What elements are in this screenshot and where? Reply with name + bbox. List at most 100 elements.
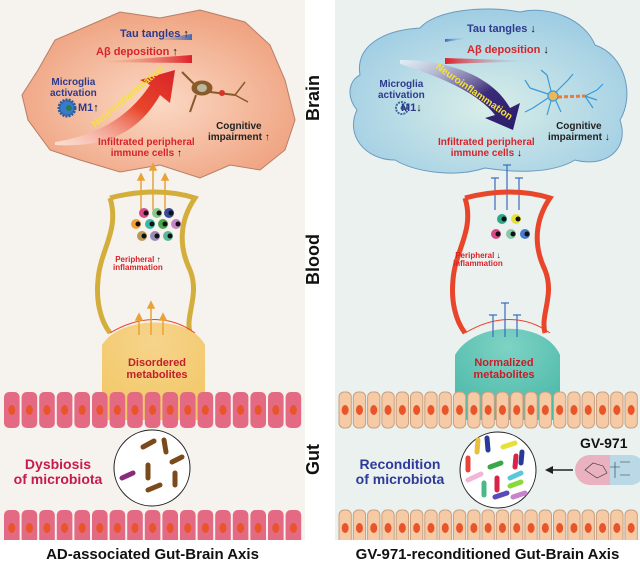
gut-epithelium-top [4, 392, 302, 428]
cell-nucleus [541, 405, 549, 415]
cell-nucleus [613, 405, 621, 415]
gv971-panel: Neuroinflammation [335, 0, 640, 547]
immune-cells [491, 214, 530, 239]
cell-nucleus [599, 405, 607, 415]
cell-nucleus [272, 523, 280, 533]
immune-cells [131, 208, 181, 241]
cell-nucleus [254, 405, 262, 415]
tau-label-right: Tau tangles ↓ [467, 23, 536, 35]
cell-nucleus [384, 523, 392, 533]
blood-vessel [450, 189, 554, 335]
gv971-molecule-icon [575, 455, 640, 485]
cell-nucleus [613, 523, 621, 533]
neuron-icon [181, 71, 249, 113]
m1-label-right: M1↓ [401, 102, 422, 114]
cell-nucleus [398, 405, 406, 415]
cell-nucleus [96, 523, 104, 533]
neuroinflammation-arrow [400, 60, 520, 130]
cell-nucleus [456, 405, 464, 415]
cell-nucleus [113, 405, 121, 415]
cell-nucleus [627, 405, 635, 415]
cell-nucleus [427, 523, 435, 533]
abeta-label-right: Aβ deposition ↓ [467, 44, 549, 56]
peripheral-label: Peripheral ↑inflammation [113, 255, 163, 273]
brain-section-label: Brain [303, 74, 323, 121]
cell-nucleus [43, 405, 51, 415]
cell-nucleus [370, 523, 378, 533]
cell-nucleus [289, 523, 297, 533]
gut-epithelium-bottom [4, 510, 302, 546]
cell-nucleus [355, 523, 363, 533]
cell-nucleus [237, 405, 245, 415]
cell-nucleus [413, 523, 421, 533]
cell-nucleus [201, 405, 209, 415]
cell-nucleus [541, 523, 549, 533]
cell-nucleus [8, 523, 16, 533]
cell-nucleus [599, 523, 607, 533]
cell-nucleus [184, 405, 192, 415]
cell-nucleus [25, 405, 33, 415]
tau-bar [150, 34, 192, 40]
cell-nucleus [441, 405, 449, 415]
left-caption: AD-associated Gut-Brain Axis [46, 546, 259, 563]
cell-nucleus [201, 523, 209, 533]
cell-nucleus [413, 405, 421, 415]
bacteria [465, 435, 528, 500]
ad-panel: Neuroinflammation [0, 0, 305, 546]
cell-nucleus [61, 523, 69, 533]
cell-nucleus [398, 523, 406, 533]
cell-nucleus [254, 523, 262, 533]
cell-nucleus [43, 523, 51, 533]
cell-nucleus [484, 405, 492, 415]
cell-nucleus [498, 523, 506, 533]
cell-nucleus [470, 405, 478, 415]
cell-nucleus [470, 523, 478, 533]
abeta-label: Aβ deposition ↑ [96, 46, 178, 58]
cell-nucleus [370, 405, 378, 415]
ad-diagram: Neuroinflammation [4, 9, 302, 546]
cell-nucleus [584, 523, 592, 533]
cell-nucleus [570, 523, 578, 533]
cell-nucleus [78, 405, 86, 415]
cell-nucleus [131, 405, 139, 415]
cell-nucleus [498, 405, 506, 415]
cell-nucleus [8, 405, 16, 415]
gut-epithelium-bottom [338, 509, 638, 547]
tau-bar [445, 38, 470, 42]
cell-nucleus [61, 405, 69, 415]
cell-nucleus [149, 523, 157, 533]
gut-section-label: Gut [303, 444, 323, 476]
cell-nucleus [184, 523, 192, 533]
neuroinflammation-arrow [55, 70, 175, 146]
cell-nucleus [25, 523, 33, 533]
bacteria [119, 437, 185, 493]
cell-nucleus [527, 405, 535, 415]
tau-label: Tau tangles ↑ [120, 28, 189, 40]
abeta-bar [95, 55, 192, 63]
cell-nucleus [272, 405, 280, 415]
cell-nucleus [384, 405, 392, 415]
cell-nucleus [513, 523, 521, 533]
cell-nucleus [556, 405, 564, 415]
microbiota-circle [113, 429, 191, 507]
cell-nucleus [484, 523, 492, 533]
blood-vessel [95, 189, 199, 335]
cell-nucleus [219, 405, 227, 415]
cell-nucleus [456, 523, 464, 533]
right-caption: GV-971-reconditioned Gut-Brain Axis [355, 546, 620, 563]
cell-nucleus [441, 523, 449, 533]
cell-nucleus [237, 523, 245, 533]
blocked-arrows-bottom [489, 302, 521, 337]
cell-nucleus [527, 523, 535, 533]
cell-nucleus [513, 405, 521, 415]
cell-nucleus [289, 405, 297, 415]
abeta-bar [445, 58, 535, 64]
